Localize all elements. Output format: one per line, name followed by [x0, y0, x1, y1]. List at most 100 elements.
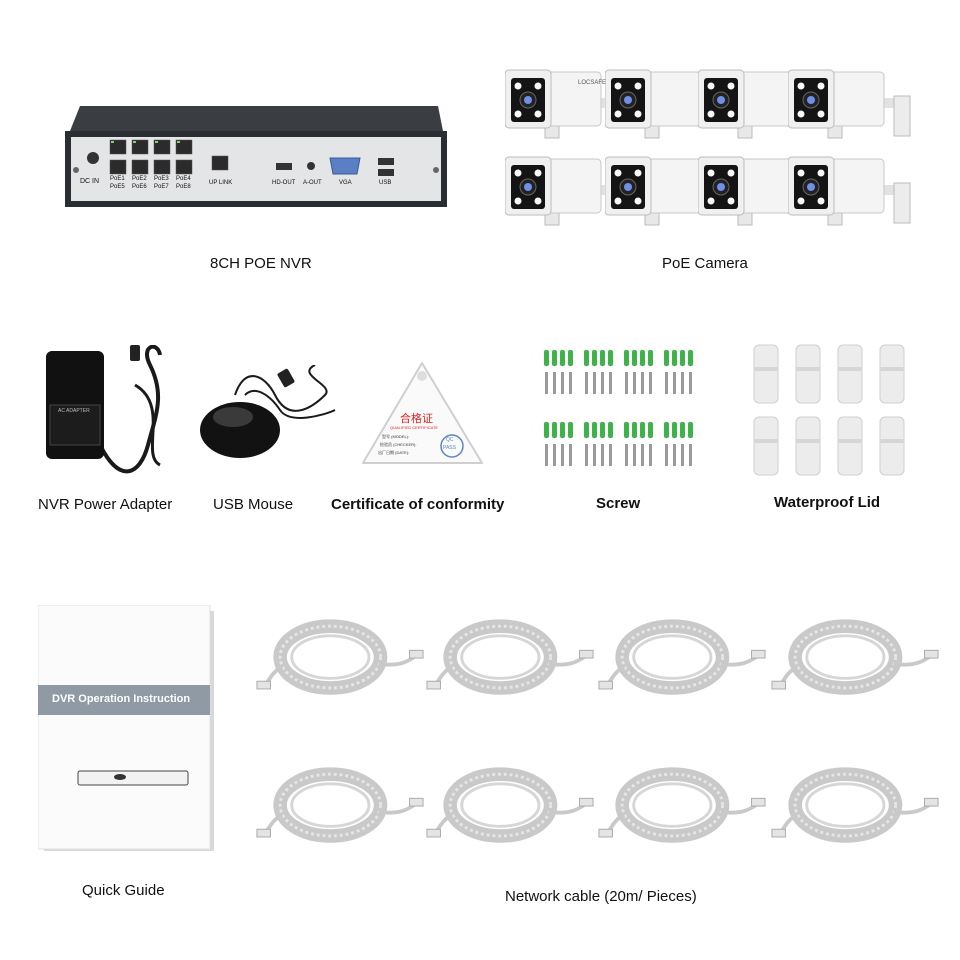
- screw: [665, 372, 668, 394]
- network-cable-8: [770, 760, 940, 855]
- camera-3: [698, 69, 798, 139]
- screw-anchor: [632, 350, 637, 366]
- camera-4: [788, 69, 911, 139]
- certificate-image: 合格证 QUALIFIED CERTIFICATE 型号 (MODEL): 检验…: [360, 360, 485, 470]
- screw: [665, 444, 668, 466]
- network-cable-5: [255, 760, 425, 855]
- screw: [633, 444, 636, 466]
- screw-anchor: [648, 422, 653, 438]
- camera-7: [698, 156, 798, 226]
- network-cable-6: [425, 760, 595, 855]
- quick-guide-image: DVR Operation Instruction: [38, 605, 218, 855]
- vga-label: VGA: [339, 180, 352, 186]
- waterproof-lid-image: [750, 343, 915, 478]
- waterproof-lid-band: [838, 367, 862, 371]
- screw-anchor: [688, 350, 693, 366]
- usb-mouse-image: [195, 365, 345, 465]
- waterproof-lid-band: [754, 367, 778, 371]
- power-adapter-caption: NVR Power Adapter: [38, 496, 173, 513]
- screw: [585, 372, 588, 394]
- certificate-subtitle: QUALIFIED CERTIFICATE: [390, 425, 439, 430]
- waterproof-lid-band: [880, 367, 904, 371]
- waterproof-lid: [795, 344, 821, 404]
- waterproof-lid: [753, 344, 779, 404]
- waterproof-lid-band: [838, 439, 862, 443]
- certificate-line-1: 型号 (MODEL):: [382, 434, 410, 439]
- screw: [625, 444, 628, 466]
- screw-anchor: [664, 422, 669, 438]
- waterproof-lid: [795, 416, 821, 476]
- screw-anchor: [680, 350, 685, 366]
- screw: [649, 444, 652, 466]
- screw: [673, 444, 676, 466]
- screw: [593, 372, 596, 394]
- network-cable-7: [597, 760, 767, 855]
- screw-anchor: [568, 350, 573, 366]
- waterproof-lid-band: [796, 367, 820, 371]
- waterproof-lid-band: [880, 439, 904, 443]
- screw: [553, 444, 556, 466]
- certificate-line-2: 检验员 (CHECKER):: [380, 442, 417, 447]
- screw-anchor: [664, 350, 669, 366]
- screw-anchor: [600, 422, 605, 438]
- camera-6: [605, 156, 705, 226]
- poe-label-6: PoE6: [132, 184, 147, 190]
- screw-anchor: [624, 422, 629, 438]
- poe-label-3: PoE3: [154, 176, 169, 182]
- network-cable-4: [770, 612, 940, 707]
- screws-caption: Screw: [596, 495, 641, 512]
- screw-anchor: [544, 350, 549, 366]
- screw-anchor: [544, 422, 549, 438]
- screw: [641, 444, 644, 466]
- waterproof-lid: [879, 344, 905, 404]
- nvr-image: DC IN PoE1 PoE2 PoE3 PoE4 PoE5 PoE6 PoE7…: [60, 100, 450, 210]
- screw: [689, 372, 692, 394]
- screw-anchor: [688, 422, 693, 438]
- screws-image: [540, 350, 700, 475]
- screw: [689, 444, 692, 466]
- poe-label-7: PoE7: [154, 184, 169, 190]
- screw: [601, 444, 604, 466]
- waterproof-lid: [879, 416, 905, 476]
- network-cable-caption: Network cable (20m/ Pieces): [505, 888, 697, 905]
- screw-anchor: [584, 422, 589, 438]
- screw: [633, 372, 636, 394]
- camera-caption: PoE Camera: [662, 255, 748, 272]
- camera-2: [605, 69, 705, 139]
- poe-label-5: PoE5: [110, 184, 125, 190]
- certificate-title: 合格证: [400, 413, 433, 425]
- screw-anchor: [672, 350, 677, 366]
- network-cable-1: [255, 612, 425, 707]
- camera-5: [505, 156, 605, 226]
- usb-label: USB: [379, 180, 392, 186]
- screw-anchor: [560, 350, 565, 366]
- screw-anchor: [608, 350, 613, 366]
- screw: [609, 372, 612, 394]
- screw: [545, 444, 548, 466]
- screw: [569, 444, 572, 466]
- screw-anchor: [648, 350, 653, 366]
- screw-anchor: [680, 422, 685, 438]
- screw-anchor: [560, 422, 565, 438]
- screw-anchor: [640, 350, 645, 366]
- screw-anchor: [592, 422, 597, 438]
- screw: [585, 444, 588, 466]
- power-adapter-image: AC ADAPTER: [40, 345, 170, 485]
- certificate-caption: Certificate of conformity: [331, 496, 505, 513]
- poe-label-2: PoE2: [132, 176, 147, 182]
- waterproof-lid: [837, 344, 863, 404]
- screw: [545, 372, 548, 394]
- screw-anchor: [552, 350, 557, 366]
- screw: [649, 372, 652, 394]
- screw: [641, 372, 644, 394]
- network-cable-2: [425, 612, 595, 707]
- screw: [673, 372, 676, 394]
- screw-anchor: [640, 422, 645, 438]
- quick-guide-caption: Quick Guide: [82, 882, 165, 899]
- screw-anchor: [568, 422, 573, 438]
- waterproof-lid-band: [754, 439, 778, 443]
- screw-anchor: [592, 350, 597, 366]
- waterproof-lid: [753, 416, 779, 476]
- certificate-stamp-top: QC: [446, 437, 454, 443]
- screw: [561, 372, 564, 394]
